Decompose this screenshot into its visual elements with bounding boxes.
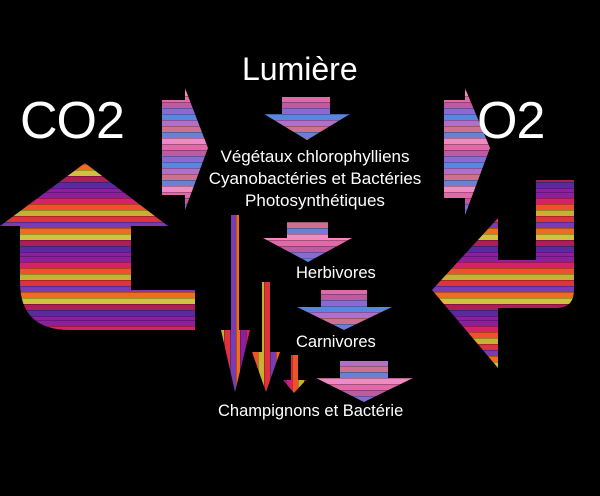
producers-line-1: Végétaux chlorophylliens [220, 147, 410, 166]
decomposers-label: Champignons et Bactérie [218, 402, 404, 420]
co2-label: CO2 [20, 92, 125, 150]
carnivores-decay-arrow [283, 355, 306, 393]
right-uturn-arrow [432, 180, 574, 368]
plants-to-o2-arrow [444, 88, 490, 215]
co2-to-plants-arrow [162, 88, 208, 210]
producers-line-2: Cyanobactéries et Bactéries [208, 169, 422, 188]
plants-to-herbivores-arrow [263, 222, 352, 262]
plants-decay-arrow [221, 215, 250, 392]
carnivores-label: Carnivores [296, 333, 376, 351]
herbivores-decay-arrow [252, 282, 280, 392]
o2-label: O2 [477, 92, 545, 150]
left-uturn-arrow [0, 163, 195, 330]
producers-line-3: Photosynthétiques [245, 191, 385, 210]
carnivores-to-decomposers-arrow [316, 361, 413, 402]
light-down-arrow [264, 97, 350, 140]
light-label: Lumière [242, 51, 358, 87]
herbivores-label: Herbivores [296, 264, 376, 282]
producers-label: Végétaux chlorophylliens Cyanobactéries … [205, 146, 425, 212]
herbivores-to-carnivores-arrow [297, 290, 392, 330]
